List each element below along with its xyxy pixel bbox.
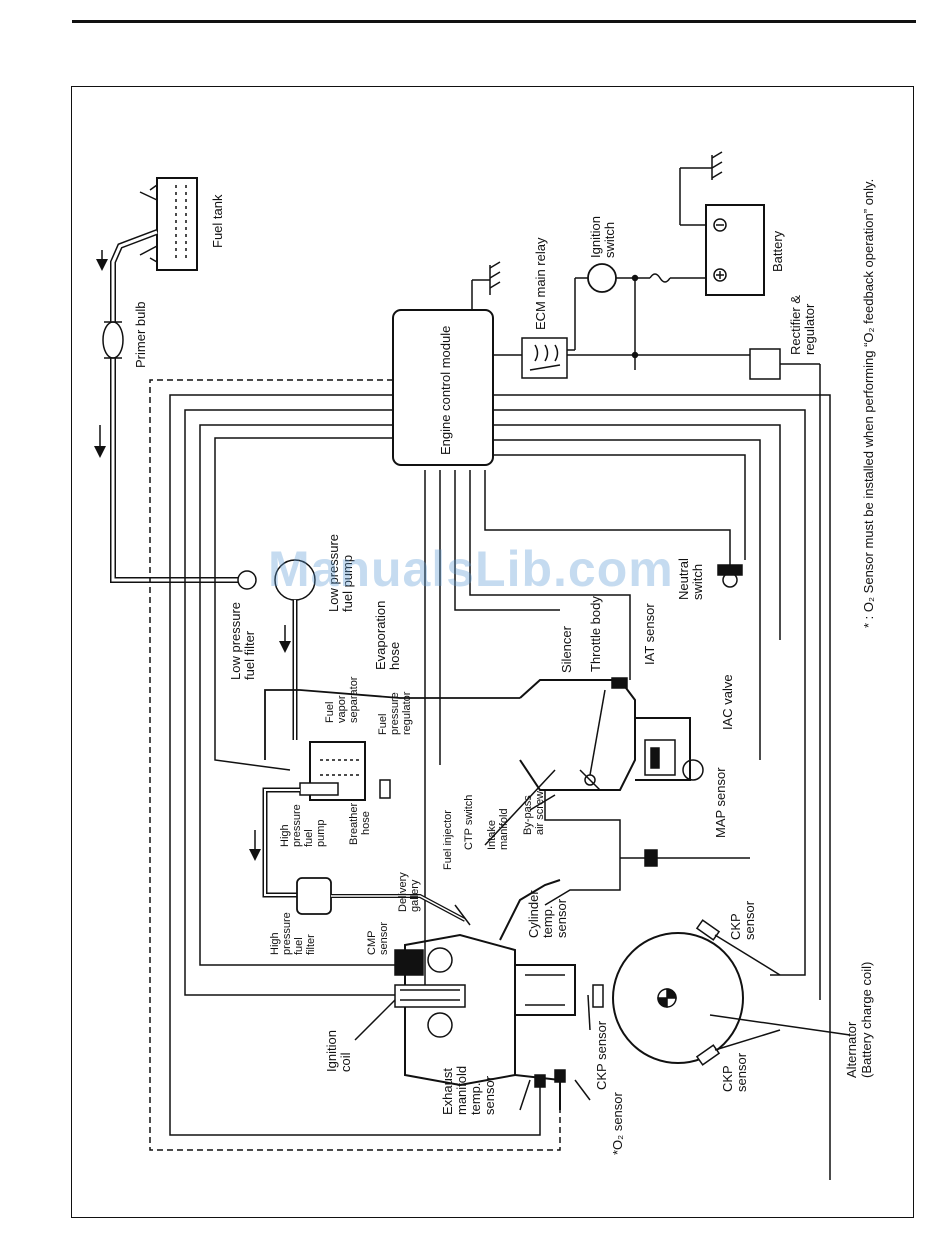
label-bypass-air-screw-2: air screw [534, 791, 546, 835]
hp-filter-shape [296, 877, 332, 915]
label-rectifier-regulator-1: Rectifier & [788, 295, 803, 355]
label-primer-bulb: Primer bulb [133, 302, 148, 368]
label-evaporation-hose-2: hose [387, 642, 402, 670]
label-throttle-body: Throttle body [588, 596, 603, 672]
label-exhaust-temp-sensor-4: sensor [482, 1075, 497, 1115]
label-hp-fuel-filter-4: filter [305, 934, 317, 955]
label-fuel-pressure-regulator-1: Fuel [377, 714, 389, 735]
diagram-frame [71, 86, 914, 1218]
label-engine-control-module: Engine control module [438, 326, 453, 455]
label-ctp-switch: CTP switch [463, 795, 475, 850]
label-ignition-switch-2: switch [602, 222, 617, 258]
label-battery: Battery [770, 230, 785, 272]
label-low-pressure-fuel-pump-2: fuel pump [340, 555, 355, 612]
label-alternator-2: (Battery charge coil) [859, 962, 874, 1078]
label-hp-fuel-pump-3: fuel [303, 829, 315, 847]
label-map-sensor: MAP sensor [713, 767, 728, 838]
label-neutral-switch-1: Neutral [676, 558, 691, 600]
label-fuel-vapor-separator-3: separator [348, 676, 360, 723]
ecm-box [392, 309, 494, 466]
ignition-switch-shape [587, 263, 617, 293]
label-o2-sensor: *O₂ sensor [610, 1091, 625, 1155]
label-iat-sensor: IAT sensor [642, 603, 657, 665]
label-exhaust-temp-sensor-3: temp. [468, 1082, 483, 1115]
label-intake-manifold-2: manifold [498, 808, 510, 850]
cylinder [514, 964, 576, 1016]
rectifier-shape [749, 348, 781, 380]
ecm-relay-box [521, 337, 568, 379]
label-fuel-pressure-regulator-3: regulator [401, 691, 413, 735]
label-intake-manifold-1: Intake [486, 820, 498, 850]
label-ckp-sensor-lower: CKP sensor [594, 1020, 609, 1090]
label-neutral-switch-2: switch [690, 564, 705, 600]
label-ignition-coil-1: Ignition [324, 1030, 339, 1072]
fuel-tank [139, 177, 198, 271]
iac-valve-shape [644, 739, 676, 776]
label-bypass-air-screw-1: By-pass [522, 795, 534, 835]
label-iac-valve: IAC valve [720, 674, 735, 730]
top-rule [72, 20, 916, 23]
label-hp-fuel-filter-1: High [269, 932, 281, 955]
label-breather-hose-1: Breather [348, 802, 360, 845]
label-ecm-main-relay: ECM main relay [533, 237, 548, 330]
label-ckp-sensor-bottom-2: sensor [734, 1052, 749, 1092]
label-exhaust-temp-sensor-2: manifold [454, 1066, 469, 1115]
label-ignition-switch-1: Ignition [588, 216, 603, 258]
label-hp-fuel-filter-3: fuel [293, 937, 305, 955]
label-cylinder-temp-sensor-1: Cylinder [526, 890, 541, 938]
label-fuel-injector: Fuel injector [442, 810, 454, 870]
battery-shape [705, 204, 765, 296]
label-delivery-gallery-2: gallery [409, 879, 421, 912]
label-ckp-sensor-top-1: CKP [728, 913, 743, 940]
vapor-separator-shape [309, 741, 366, 801]
label-rectifier-regulator-2: regulator [802, 303, 817, 355]
label-ignition-coil-2: coil [338, 1052, 353, 1072]
label-exhaust-temp-sensor-1: Exhaust [440, 1068, 455, 1115]
label-fuel-vapor-separator-1: Fuel [324, 702, 336, 723]
label-hp-fuel-filter-2: pressure [281, 912, 293, 955]
iat-sensor-shape [611, 677, 628, 689]
label-fuel-pressure-regulator-2: pressure [389, 692, 401, 735]
label-hp-fuel-pump-4: pump [315, 819, 327, 847]
label-hp-fuel-pump-1: High [279, 824, 291, 847]
label-breather-hose-2: hose [360, 811, 372, 835]
label-alternator-1: Alternator [844, 1021, 859, 1078]
label-delivery-gallery-1: Delivery [397, 872, 409, 912]
watermark: ManualsLib.com [268, 541, 674, 597]
alternator-shape [612, 932, 744, 1064]
primer-bulb [102, 321, 124, 359]
label-evaporation-hose-1: Evaporation [373, 601, 388, 670]
label-low-pressure-fuel-pump-1: Low pressure [326, 534, 341, 612]
footnote: * : O₂ Sensor must be installed when per… [861, 179, 876, 628]
label-cylinder-temp-sensor-2: temp. [540, 905, 555, 938]
label-cylinder-temp-sensor-3: sensor [554, 898, 569, 938]
map-sensor-shape [644, 849, 658, 867]
label-ckp-sensor-bottom-1: CKP [720, 1065, 735, 1092]
label-cmp-sensor-1: CMP [366, 931, 378, 955]
low-pressure-filter-shape [237, 570, 257, 590]
label-cmp-sensor-2: sensor [378, 922, 390, 955]
label-ckp-sensor-top-2: sensor [742, 900, 757, 940]
label-fuel-vapor-separator-2: vapor [336, 695, 348, 723]
label-hp-fuel-pump-2: pressure [291, 804, 303, 847]
label-silencer: Silencer [559, 625, 574, 673]
label-fuel-tank: Fuel tank [210, 194, 225, 248]
label-low-pressure-fuel-filter-1: Low pressure [228, 602, 243, 680]
label-low-pressure-fuel-filter-2: fuel filter [242, 630, 257, 680]
